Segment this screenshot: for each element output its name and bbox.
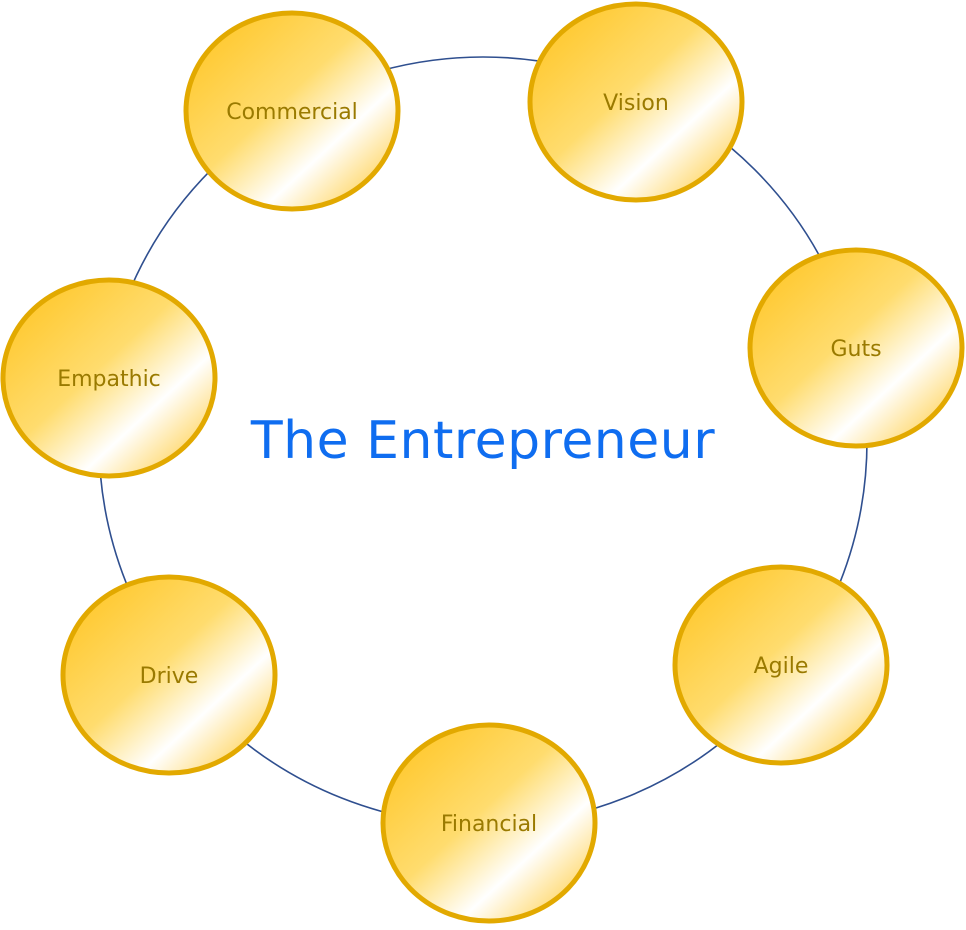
diagram-title: The Entrepreneur (250, 411, 716, 471)
trait-label-guts: Guts (830, 337, 881, 362)
trait-label-commercial: Commercial (226, 100, 358, 125)
trait-label-financial: Financial (441, 812, 537, 837)
trait-label-vision: Vision (603, 91, 669, 116)
node-circle (183, 10, 401, 212)
trait-node-financial: Financial (380, 722, 598, 924)
node-circle (60, 574, 278, 776)
node-circle (380, 722, 598, 924)
trait-label-agile: Agile (754, 654, 809, 679)
node-circle (0, 277, 218, 479)
trait-label-drive: Drive (140, 664, 199, 689)
trait-node-vision: Vision (527, 1, 745, 203)
trait-node-guts: Guts (747, 247, 965, 449)
node-circle (672, 564, 890, 766)
trait-node-empathic: Empathic (0, 277, 218, 479)
trait-node-agile: Agile (672, 564, 890, 766)
trait-node-commercial: Commercial (183, 10, 401, 212)
trait-node-drive: Drive (60, 574, 278, 776)
trait-label-empathic: Empathic (57, 367, 161, 392)
node-circle (747, 247, 965, 449)
node-circle (527, 1, 745, 203)
